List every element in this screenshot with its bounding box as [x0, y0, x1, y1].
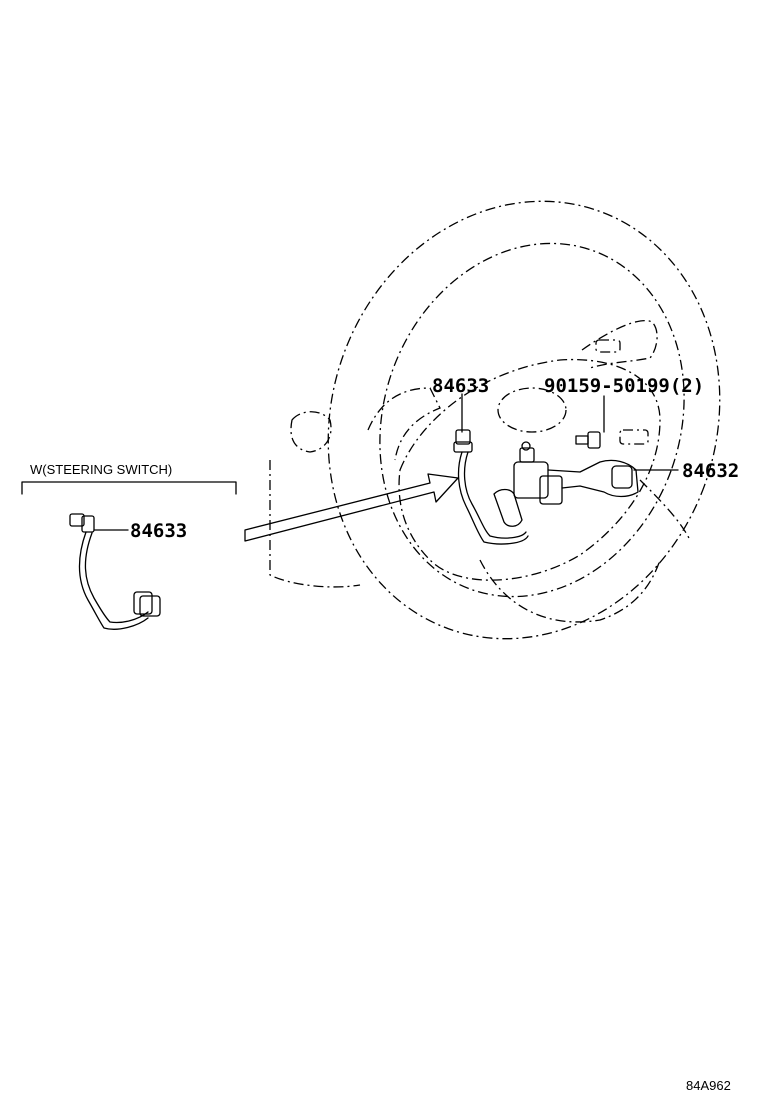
- part-number-harness-group[interactable]: 84633: [130, 520, 187, 542]
- installed-harness: [453, 429, 529, 545]
- reference-code: 84A962: [686, 1078, 731, 1093]
- pointer-arrow: [244, 473, 459, 542]
- group-title: W(STEERING SWITCH): [30, 462, 172, 477]
- steering-wheel-outline: [269, 200, 721, 640]
- group-bracket: [21, 481, 237, 495]
- bolt-illustration: [575, 431, 601, 449]
- part-number-harness-wheel[interactable]: 84633: [432, 375, 489, 397]
- part-number-switch[interactable]: 84632: [682, 460, 739, 482]
- part-number-bolt[interactable]: 90159-50199(2): [544, 375, 704, 397]
- wire-harness-illustration: [69, 513, 161, 630]
- switch-assembly: [513, 441, 639, 505]
